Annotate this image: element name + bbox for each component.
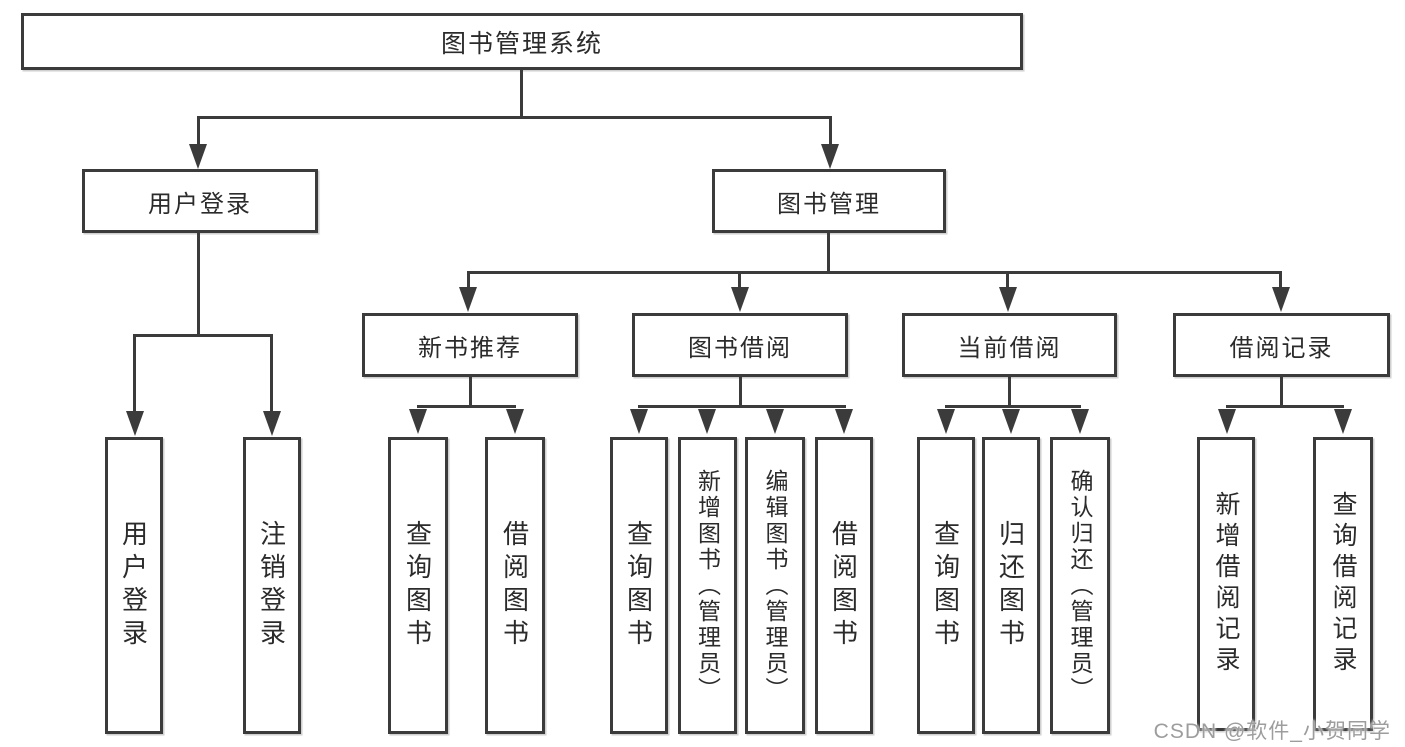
connector-line	[270, 334, 273, 413]
leaf-query-books-1: 查询图书	[388, 437, 448, 734]
node-current-borrowing: 当前借阅	[902, 313, 1117, 377]
leaf-borrow-books-1-label: 借阅图书	[499, 519, 530, 652]
leaf-borrow-books-1: 借阅图书	[485, 437, 545, 734]
connector-line	[1006, 271, 1009, 289]
node-book-borrowing: 图书借阅	[632, 313, 848, 377]
arrow-down-icon	[835, 409, 853, 434]
node-user-login-label: 用户登录	[148, 190, 252, 218]
leaf-query-books-2-label: 查询图书	[623, 519, 654, 652]
leaf-edit-books-admin-label: 编辑图书（管理员）	[762, 468, 788, 703]
node-borrow-records: 借阅记录	[1173, 313, 1390, 377]
arrow-down-icon	[409, 409, 427, 434]
arrow-down-icon	[698, 409, 716, 434]
leaf-edit-books-admin: 编辑图书（管理员）	[745, 437, 805, 734]
leaf-add-books-admin-label: 新增图书（管理员）	[694, 468, 721, 703]
connector-line	[197, 233, 200, 337]
leaf-borrow-books-2-label: 借阅图书	[828, 519, 859, 652]
node-book-management: 图书管理	[712, 169, 946, 233]
connector-line	[1226, 405, 1344, 408]
leaf-logout: 注销登录	[243, 437, 301, 734]
connector-line	[133, 334, 273, 337]
connector-line	[417, 405, 516, 408]
leaf-user-login: 用户登录	[105, 437, 163, 734]
connector-line	[1279, 271, 1282, 289]
arrow-down-icon	[766, 409, 784, 434]
node-new-book-recommend: 新书推荐	[362, 313, 578, 377]
arrow-down-icon	[1071, 409, 1089, 434]
node-root: 图书管理系统	[21, 13, 1023, 70]
leaf-borrow-books-2: 借阅图书	[815, 437, 873, 734]
connector-line	[133, 334, 136, 413]
leaf-return-books: 归还图书	[982, 437, 1040, 734]
connector-line	[197, 116, 832, 119]
node-user-login: 用户登录	[82, 169, 318, 233]
arrow-down-icon	[999, 287, 1017, 312]
node-book-borrowing-label: 图书借阅	[688, 334, 792, 362]
arrow-down-icon	[189, 144, 207, 169]
leaf-confirm-return-admin-label: 确认归还（管理员）	[1067, 468, 1093, 703]
connector-line	[1280, 377, 1283, 408]
arrow-down-icon	[937, 409, 955, 434]
connector-line	[739, 377, 742, 408]
leaf-query-borrow-record-label: 查询借阅记录	[1329, 491, 1357, 677]
arrow-down-icon	[630, 409, 648, 434]
connector-line	[469, 377, 472, 408]
arrow-down-icon	[506, 409, 524, 434]
leaf-query-books-3-label: 查询图书	[930, 519, 961, 652]
connector-line	[520, 70, 523, 119]
connector-line	[829, 116, 832, 146]
leaf-user-login-label: 用户登录	[118, 519, 149, 652]
leaf-query-books-1-label: 查询图书	[402, 519, 433, 652]
connector-line	[945, 405, 1081, 408]
leaf-query-borrow-record: 查询借阅记录	[1313, 437, 1373, 731]
leaf-return-books-label: 归还图书	[995, 519, 1026, 652]
node-book-management-label: 图书管理	[777, 190, 881, 218]
leaf-query-books-3: 查询图书	[917, 437, 975, 734]
connector-line	[738, 271, 741, 289]
arrow-down-icon	[731, 287, 749, 312]
connector-line	[467, 271, 1282, 274]
arrow-down-icon	[126, 411, 144, 436]
node-borrow-records-label: 借阅记录	[1229, 334, 1334, 362]
leaf-logout-label: 注销登录	[256, 519, 287, 652]
csdn-watermark: CSDN @软件_小贺同学	[1153, 720, 1391, 743]
connector-line	[638, 405, 846, 408]
arrow-down-icon	[459, 287, 477, 312]
arrow-down-icon	[1272, 287, 1290, 312]
arrow-down-icon	[1334, 409, 1352, 434]
arrow-down-icon	[821, 144, 839, 169]
connector-line	[1008, 377, 1011, 408]
arrow-down-icon	[1002, 409, 1020, 434]
leaf-add-borrow-record-label: 新增借阅记录	[1212, 491, 1240, 677]
node-current-borrowing-label: 当前借阅	[957, 334, 1062, 362]
arrow-down-icon	[1218, 409, 1236, 434]
connector-line	[827, 233, 830, 274]
node-new-book-recommend-label: 新书推荐	[418, 334, 522, 362]
node-root-label: 图书管理系统	[440, 29, 603, 58]
arrow-down-icon	[263, 411, 281, 436]
connector-line	[467, 271, 470, 289]
leaf-query-books-2: 查询图书	[610, 437, 668, 734]
leaf-add-borrow-record: 新增借阅记录	[1197, 437, 1255, 731]
connector-line	[197, 116, 200, 146]
leaf-confirm-return-admin: 确认归还（管理员）	[1050, 437, 1110, 734]
leaf-add-books-admin: 新增图书（管理员）	[678, 437, 737, 734]
